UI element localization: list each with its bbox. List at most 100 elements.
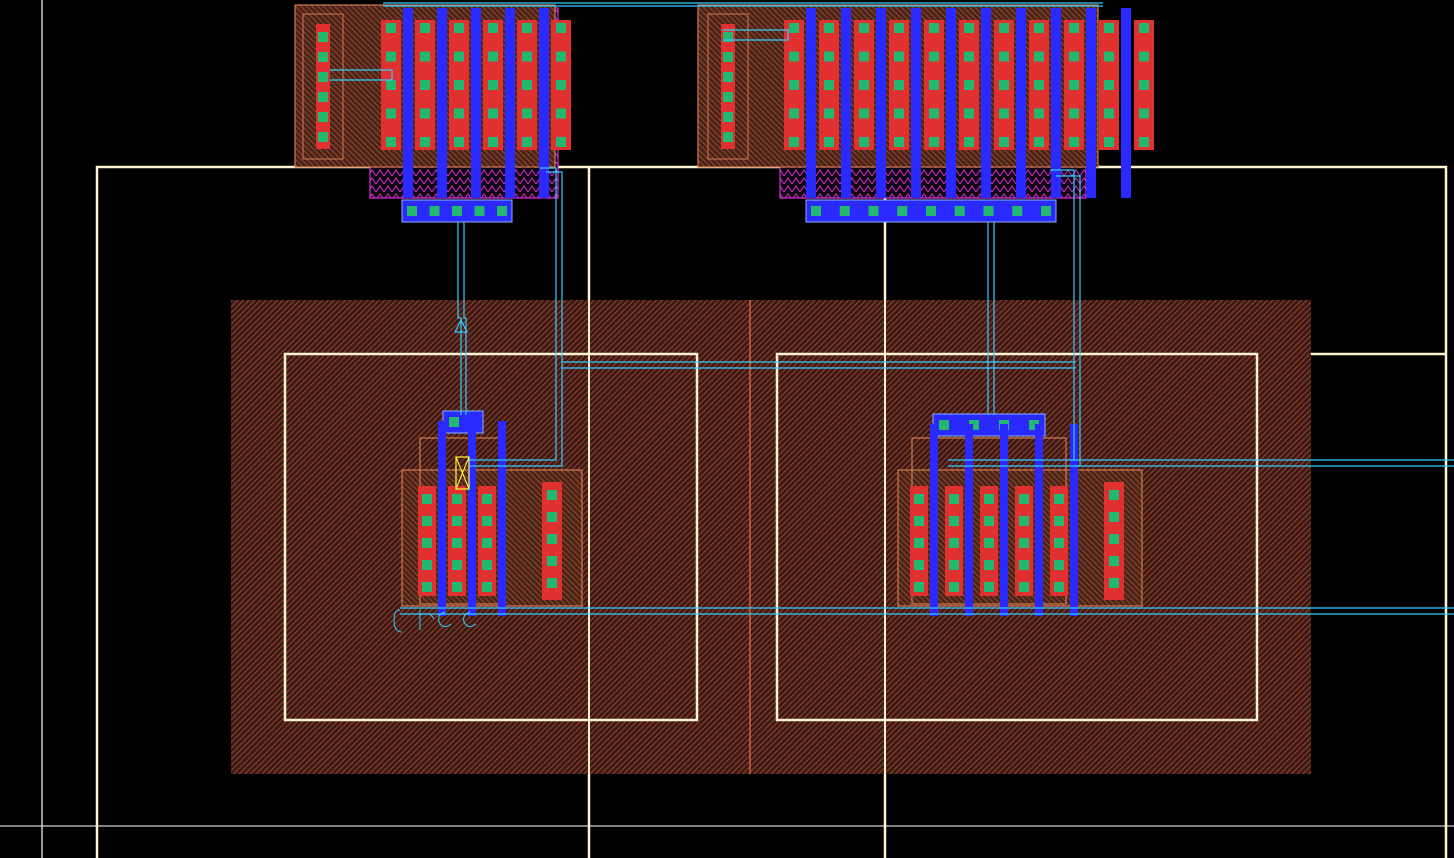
bottom-left-device-tap-contact[interactable] <box>547 490 557 500</box>
top-right-transistor-array-contact[interactable] <box>999 80 1009 90</box>
top-right-transistor-array-contact[interactable] <box>1069 80 1079 90</box>
top-left-transistor-array-contact[interactable] <box>454 51 464 62</box>
top-left-transistor-array-contact[interactable] <box>386 80 396 90</box>
top-right-transistor-array-contact[interactable] <box>1104 137 1114 147</box>
bottom-left-device-contact[interactable] <box>422 538 432 548</box>
top-left-transistor-array[interactable] <box>294 4 571 199</box>
bottom-right-device-metal1-strip[interactable] <box>930 424 938 616</box>
top-right-transistor-array-contact[interactable] <box>929 51 939 62</box>
bottom-right-device-metal1-strip[interactable] <box>1035 424 1043 616</box>
pin-marker-left[interactable] <box>455 456 470 490</box>
top-right-transistor-array-contact[interactable] <box>894 80 904 90</box>
bottom-right-device-contact[interactable] <box>984 582 994 592</box>
strap-right-contact[interactable] <box>954 206 965 216</box>
bottom-left-device-metal1-strip[interactable] <box>498 421 506 616</box>
top-right-transistor-array-contact[interactable] <box>789 51 799 62</box>
bottom-left-device-contact[interactable] <box>422 494 432 504</box>
top-right-transistor-array-contact[interactable] <box>964 23 974 33</box>
top-right-transistor-array-metal1-strip[interactable] <box>1086 8 1096 198</box>
top-right-transistor-array-metal1-strip[interactable] <box>1121 8 1131 198</box>
bottom-right-device[interactable] <box>897 413 1143 616</box>
top-right-transistor-array-contact[interactable] <box>929 80 939 90</box>
top-right-tap-contact[interactable] <box>723 132 733 142</box>
top-right-transistor-array-contact[interactable] <box>1069 108 1079 119</box>
top-left-tap-contact[interactable] <box>318 72 328 82</box>
strap-left-contact[interactable] <box>474 206 485 216</box>
bottom-right-device-tap-contact[interactable] <box>1109 556 1119 566</box>
bottom-left-device-tap-contact[interactable] <box>547 578 557 588</box>
top-right-transistor-array-contact[interactable] <box>929 137 939 147</box>
top-right-transistor-array-contact[interactable] <box>894 23 904 33</box>
top-left-tap-ring[interactable] <box>302 13 344 160</box>
top-right-transistor-array-contact[interactable] <box>1034 137 1044 147</box>
top-right-transistor-array-contact[interactable] <box>1104 108 1114 119</box>
top-right-transistor-array-contact[interactable] <box>1034 108 1044 119</box>
bottom-left-device-metal1-strip[interactable] <box>468 421 476 616</box>
top-right-transistor-array-contact[interactable] <box>999 23 1009 33</box>
top-left-transistor-array-contact[interactable] <box>488 80 498 90</box>
top-right-transistor-array-contact[interactable] <box>1139 137 1149 147</box>
top-right-tap-diffusion[interactable] <box>721 24 735 149</box>
bottom-right-device-contact[interactable] <box>949 516 959 526</box>
strap-right-contact[interactable] <box>1012 206 1023 216</box>
top-left-transistor-array-contact[interactable] <box>420 137 430 147</box>
top-right-transistor-array-contact[interactable] <box>1104 51 1114 62</box>
bottom-right-device-contact[interactable] <box>1054 494 1064 504</box>
top-right-transistor-array-contact[interactable] <box>964 137 974 147</box>
top-left-transistor-array-contact[interactable] <box>522 108 532 119</box>
top-right-transistor-array-contact[interactable] <box>964 80 974 90</box>
top-left-transistor-array-contact[interactable] <box>556 23 566 33</box>
top-right-transistor-array-contact[interactable] <box>1139 80 1149 90</box>
top-right-transistor-array-metal1-strip[interactable] <box>841 8 851 198</box>
top-left-transistor-array-metal1-strip[interactable] <box>505 8 515 198</box>
top-left-transistor-array-contact[interactable] <box>420 108 430 119</box>
bottom-right-device-gate-bar[interactable] <box>932 413 1046 437</box>
bottom-right-device-contact[interactable] <box>1019 516 1029 526</box>
bottom-left-device-contact[interactable] <box>452 560 462 570</box>
bottom-right-device-tap-contact[interactable] <box>1109 578 1119 588</box>
bottom-left-device-contact[interactable] <box>452 582 462 592</box>
bottom-right-device-gate-contact[interactable] <box>939 420 949 430</box>
top-left-transistor-array-contact[interactable] <box>420 80 430 90</box>
top-right-transistor-array-metal1-strip[interactable] <box>876 8 886 198</box>
top-right-transistor-array-contact[interactable] <box>894 108 904 119</box>
top-right-transistor-array-contact[interactable] <box>999 51 1009 62</box>
top-left-tap-contact[interactable] <box>318 132 328 142</box>
top-right-transistor-array-contact[interactable] <box>859 51 869 62</box>
bottom-left-device-contact[interactable] <box>422 582 432 592</box>
bottom-right-device-tap-contact[interactable] <box>1109 490 1119 500</box>
top-left-transistor-array-contact[interactable] <box>522 137 532 147</box>
top-right-transistor-array-contact[interactable] <box>859 23 869 33</box>
bottom-left-device-contact[interactable] <box>482 516 492 526</box>
bottom-left-device-tap-contact[interactable] <box>547 512 557 522</box>
top-left-transistor-array-contact[interactable] <box>420 23 430 33</box>
bottom-right-device-tap-contact[interactable] <box>1109 512 1119 522</box>
bottom-left-device-contact[interactable] <box>482 560 492 570</box>
strap-left[interactable] <box>401 199 513 223</box>
top-right-transistor-array-contact[interactable] <box>1139 23 1149 33</box>
strap-right-contact[interactable] <box>1041 206 1051 216</box>
bottom-right-device-gate-contact[interactable] <box>1029 420 1039 430</box>
top-right-transistor-array-contact[interactable] <box>894 137 904 147</box>
top-left-transistor-array-contact[interactable] <box>522 51 532 62</box>
top-left-tap-contact[interactable] <box>318 112 328 122</box>
bottom-right-device-contact[interactable] <box>984 538 994 548</box>
top-right-transistor-array-metal1-strip[interactable] <box>1016 8 1026 198</box>
top-right-transistor-array-metal1-strip[interactable] <box>1051 8 1061 198</box>
top-right-transistor-array-contact[interactable] <box>1034 51 1044 62</box>
bottom-right-device-contact[interactable] <box>1054 516 1064 526</box>
top-right-transistor-array-contact[interactable] <box>1104 23 1114 33</box>
top-right-transistor-array-contact[interactable] <box>824 51 834 62</box>
bottom-right-device-contact[interactable] <box>914 516 924 526</box>
bottom-right-device-contact[interactable] <box>1019 538 1029 548</box>
top-left-transistor-array-metal1-strip[interactable] <box>539 8 549 198</box>
top-left-transistor-array-contact[interactable] <box>488 108 498 119</box>
top-left-transistor-array-contact[interactable] <box>556 80 566 90</box>
top-right-transistor-array-contact[interactable] <box>824 80 834 90</box>
pin-marker-triangle[interactable] <box>454 318 468 333</box>
top-left-tap-contact[interactable] <box>318 52 328 62</box>
top-right-transistor-array-contact[interactable] <box>999 137 1009 147</box>
top-left-transistor-array-contact[interactable] <box>556 108 566 119</box>
bottom-left-device-contact[interactable] <box>482 494 492 504</box>
